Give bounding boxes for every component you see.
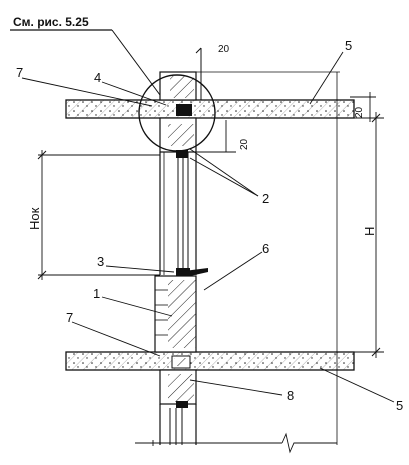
callout-4-label: 4 — [94, 70, 101, 85]
window-height-label: Нок — [27, 207, 42, 230]
callout-5-top-label: 5 — [345, 38, 352, 53]
wall-lower-block — [159, 355, 197, 445]
window-sill-flashing — [176, 268, 208, 276]
callout-5-bottom-label: 5 — [396, 398, 403, 413]
window-opening — [159, 152, 197, 275]
bottom-break-line — [135, 432, 337, 454]
callout-8-label: 8 — [287, 388, 294, 403]
callout-2: 2 — [189, 148, 269, 206]
wall-lintel-block — [159, 104, 197, 153]
top-gap-dimension: 20 — [195, 44, 230, 100]
callout-1: 1 — [93, 286, 173, 317]
under-slab-dimension: 20 — [196, 120, 250, 153]
callout-7-top-label: 7 — [16, 65, 23, 80]
right-small-label: 20 — [354, 106, 365, 118]
callout-8: 8 — [189, 379, 294, 403]
under-slab-label: 20 — [239, 138, 250, 150]
callout-5-bottom: 5 — [319, 367, 403, 413]
callout-6-label: 6 — [262, 241, 269, 256]
wall-sill-block — [154, 275, 197, 353]
callout-7-bottom: 7 — [66, 310, 161, 357]
callout-4: 4 — [94, 70, 167, 106]
bottom-floor-slab — [65, 351, 355, 371]
callout-2-label: 2 — [262, 191, 269, 206]
top-floor-slab — [65, 99, 355, 119]
floor-height-dimension: Н — [354, 112, 384, 358]
window-head-seal — [176, 150, 188, 158]
callout-5-top: 5 — [309, 38, 352, 105]
callout-1-label: 1 — [93, 286, 100, 301]
detail-circle — [138, 74, 216, 152]
callout-7-bottom-label: 7 — [66, 310, 73, 325]
callout-3: 3 — [97, 254, 175, 273]
callout-7-top: 7 — [16, 65, 153, 107]
seal-block-top — [176, 104, 192, 116]
reference-label: См. рис. 5.25 — [13, 15, 89, 29]
top-gap-label: 20 — [218, 44, 230, 55]
callout-3-label: 3 — [97, 254, 104, 269]
floor-height-label: Н — [362, 227, 377, 236]
reference-leader — [111, 29, 161, 96]
callout-6: 6 — [203, 241, 269, 291]
right-small-dimension: 20 — [350, 92, 376, 122]
window-height-dimension: Нок — [27, 150, 160, 280]
